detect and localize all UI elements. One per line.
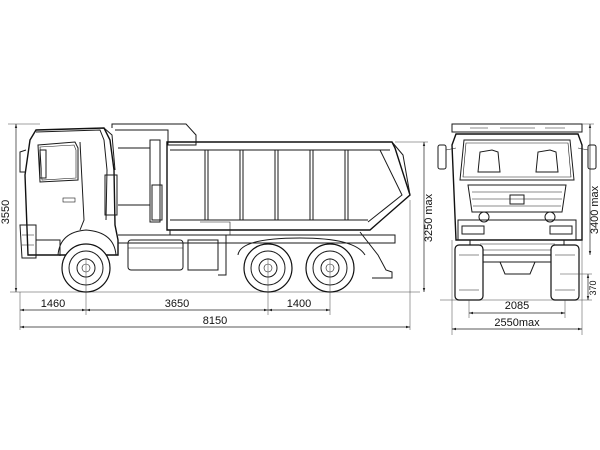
label-overall-length: 8150 [203,315,227,327]
label-track: 2085 [505,300,529,312]
exhaust-stack [149,139,161,223]
front-left-wheel [454,244,484,301]
battery-box [187,239,219,271]
cab-front [437,133,597,256]
chassis-frame [118,234,396,244]
cab [19,127,119,259]
dump-body [166,141,411,235]
roof-deflector [111,123,197,146]
label-ground-clearance: 370 [588,280,598,295]
label-front-overhang: 1460 [41,298,65,310]
label-overall-height: 3550 [0,200,12,224]
label-rear-height: 3400 max [589,185,600,234]
hydraulic-ram [151,184,163,221]
label-body-height: 3250 max [423,193,435,242]
front-axle [483,261,551,275]
air-intake [118,147,151,206]
body-top-front [451,123,583,133]
label-wheelbase: 3650 [165,298,189,310]
fuel-tank [127,239,184,271]
front-fender [57,229,117,256]
front-view: 2085 2550max 3400 max 370 [437,123,600,335]
side-view: 1460 3650 1400 8150 3550 3250 max [0,123,435,330]
front-right-wheel [550,244,580,301]
label-overall-width: 2550max [494,317,540,329]
rear-fender [237,237,366,256]
label-tandem-spacing: 1400 [287,298,311,310]
rear-bumper [359,231,393,279]
